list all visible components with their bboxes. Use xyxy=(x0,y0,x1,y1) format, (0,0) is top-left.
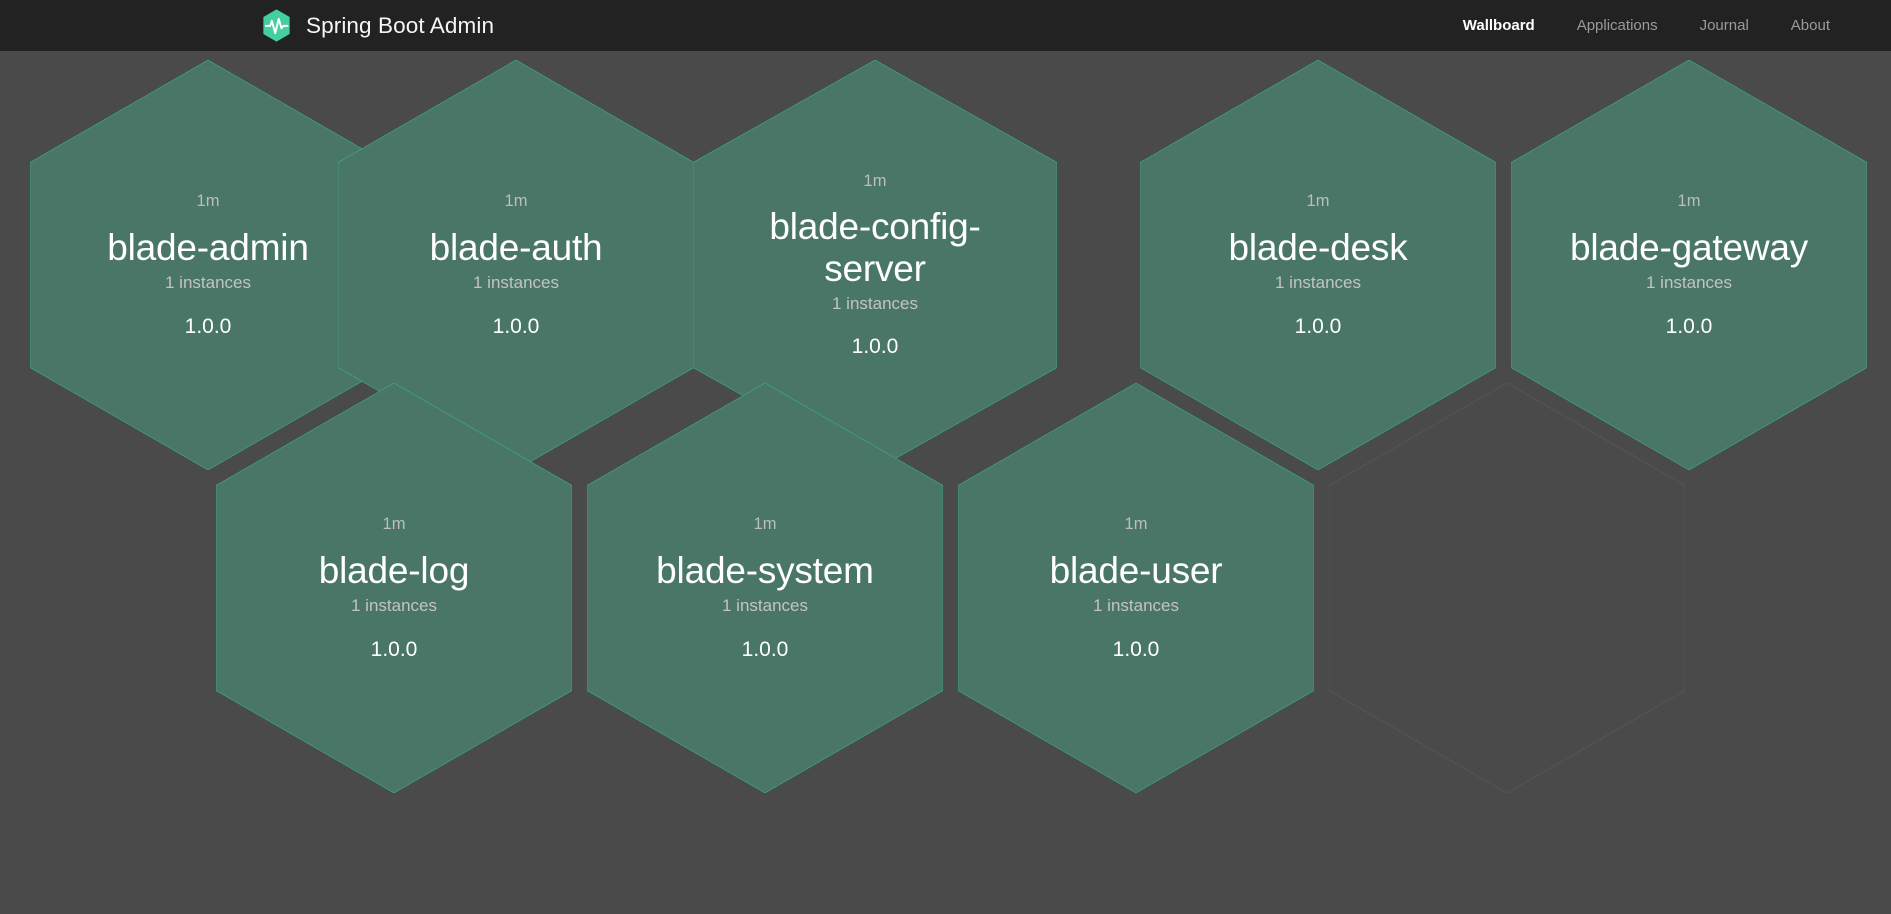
hexagon-status: 1m xyxy=(504,192,528,211)
hexagon-version: 1.0.0 xyxy=(492,314,540,338)
hexagon-shape xyxy=(958,383,1314,793)
hexagon-content[interactable]: 1m blade-user 1 instances 1.0.0 xyxy=(958,383,1314,793)
hexagon-status: 1m xyxy=(1124,515,1148,534)
hexagon-app-name: blade-admin xyxy=(107,226,309,268)
hexagon-shape xyxy=(1511,60,1867,470)
hexagon-shape xyxy=(693,60,1057,470)
top-navbar: Spring Boot Admin Wallboard Applications… xyxy=(0,0,1891,51)
hexagon-version: 1.0.0 xyxy=(1112,637,1160,661)
hexagon-content[interactable]: 1m blade-admin 1 instances 1.0.0 xyxy=(30,60,386,470)
nav-link-wallboard[interactable]: Wallboard xyxy=(1462,17,1535,34)
hexagon-version: 1.0.0 xyxy=(184,314,232,338)
hexagon-content[interactable]: 1m blade-gateway 1 instances 1.0.0 xyxy=(1511,60,1867,470)
hexagon-status: 1m xyxy=(753,515,777,534)
nav-link-applications[interactable]: Applications xyxy=(1576,17,1658,34)
hexagon-version: 1.0.0 xyxy=(1294,314,1342,338)
application-hexagon-blade-gateway[interactable]: 1m blade-gateway 1 instances 1.0.0 xyxy=(1511,60,1867,470)
hexagon-shape xyxy=(587,383,943,793)
hexagon-content[interactable]: 1m blade-desk 1 instances 1.0.0 xyxy=(1140,60,1496,470)
hexagon-app-name: blade-auth xyxy=(429,226,603,268)
application-hexagon-blade-desk[interactable]: 1m blade-desk 1 instances 1.0.0 xyxy=(1140,60,1496,470)
hexagon-status: 1m xyxy=(1677,192,1701,211)
wallboard-row-1: 1m blade-admin 1 instances 1.0.0 1m blad… xyxy=(0,60,1891,550)
hexagon-app-name: blade-user xyxy=(1049,549,1223,591)
application-hexagon-blade-system[interactable]: 1m blade-system 1 instances 1.0.0 xyxy=(587,383,943,793)
hexagon-app-name: blade-config-server xyxy=(769,206,981,289)
hexagon-app-name: blade-log xyxy=(318,549,470,591)
hexagon-instances: 1 instances xyxy=(1646,273,1732,293)
application-hexagon-blade-config-server[interactable]: 1m blade-config-server 1 instances 1.0.0 xyxy=(693,60,1057,470)
hexagon-status: 1m xyxy=(863,171,887,190)
application-hexagon-blade-admin[interactable]: 1m blade-admin 1 instances 1.0.0 xyxy=(30,60,386,470)
hexagon-instances: 1 instances xyxy=(473,273,559,293)
hexagon-shape xyxy=(1140,60,1496,470)
hexagon-content[interactable]: 1m blade-auth 1 instances 1.0.0 xyxy=(338,60,694,470)
hexagon-shape xyxy=(216,383,572,793)
empty-hexagon-placeholder xyxy=(1329,383,1685,793)
heartbeat-hexagon-icon xyxy=(263,9,290,42)
hexagon-app-name: blade-system xyxy=(656,549,874,591)
hexagon-instances: 1 instances xyxy=(832,293,918,313)
application-hexagon-blade-user[interactable]: 1m blade-user 1 instances 1.0.0 xyxy=(958,383,1314,793)
hexagon-version: 1.0.0 xyxy=(851,335,899,359)
brand-title: Spring Boot Admin xyxy=(306,12,495,38)
brand-logo-link[interactable]: Spring Boot Admin xyxy=(258,7,494,44)
hexagon-instances: 1 instances xyxy=(1093,596,1179,616)
hexagon-instances: 1 instances xyxy=(351,596,437,616)
hexagon-version: 1.0.0 xyxy=(1665,314,1713,338)
hexagon-instances: 1 instances xyxy=(165,273,251,293)
hexagon-app-name: blade-gateway xyxy=(1569,226,1809,268)
hexagon-version: 1.0.0 xyxy=(741,637,789,661)
wallboard-row-2: 1m blade-log 1 instances 1.0.0 1m blade-… xyxy=(0,383,1891,873)
hexagon-content-empty xyxy=(1329,383,1685,793)
hexagon-status: 1m xyxy=(382,515,406,534)
hexagon-shape xyxy=(338,60,694,470)
hexagon-content[interactable]: 1m blade-system 1 instances 1.0.0 xyxy=(587,383,943,793)
nav-link-about[interactable]: About xyxy=(1790,17,1830,34)
hexagon-status: 1m xyxy=(196,192,220,211)
hexagon-status: 1m xyxy=(1306,192,1330,211)
hexagon-instances: 1 instances xyxy=(1275,273,1361,293)
hexagon-shape xyxy=(30,60,386,470)
application-hexagon-blade-log[interactable]: 1m blade-log 1 instances 1.0.0 xyxy=(216,383,572,793)
application-hexagon-blade-auth[interactable]: 1m blade-auth 1 instances 1.0.0 xyxy=(338,60,694,470)
hexagon-content[interactable]: 1m blade-config-server 1 instances 1.0.0 xyxy=(693,60,1057,470)
hexagon-content[interactable]: 1m blade-log 1 instances 1.0.0 xyxy=(216,383,572,793)
nav-links: Wallboard Applications Journal About xyxy=(1442,11,1851,40)
hexagon-app-name: blade-desk xyxy=(1228,226,1408,268)
nav-link-journal[interactable]: Journal xyxy=(1699,17,1749,34)
hexagon-instances: 1 instances xyxy=(722,596,808,616)
hexagon-version: 1.0.0 xyxy=(370,637,418,661)
wallboard-grid: 1m blade-admin 1 instances 1.0.0 1m blad… xyxy=(0,51,1891,914)
